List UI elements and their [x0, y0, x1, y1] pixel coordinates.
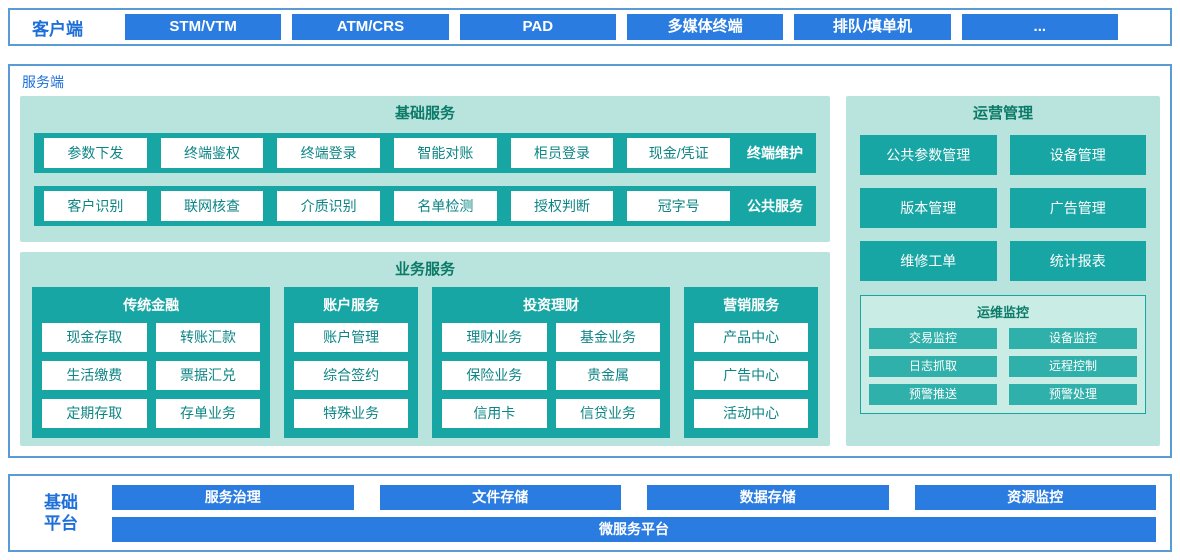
monitoring-title: 运维监控: [976, 305, 1029, 320]
group-traditional-finance: 传统金融 现金存取 转账汇款 生活缴费 票据汇兑 定期存取 存单业务: [32, 287, 271, 438]
client-item-multimedia-terminal: 多媒体终端: [626, 14, 784, 40]
group-title: 投资理财: [523, 297, 580, 313]
basic-item: 柜员登录: [510, 138, 614, 168]
public-services-tag: 公共服务: [747, 198, 804, 214]
group-grid: 账户管理 综合签约 特殊业务: [294, 323, 408, 428]
basic-services-panel: 基础服务 参数下发 终端鉴权 终端登录 智能对账 柜员登录 现金/凭证 终端维护…: [20, 96, 830, 242]
business-groups: 传统金融 现金存取 转账汇款 生活缴费 票据汇兑 定期存取 存单业务: [32, 287, 818, 438]
business-item: 信贷业务: [555, 399, 661, 428]
monitoring-item: 设备监控: [1009, 328, 1137, 349]
operations-item: 版本管理: [860, 188, 997, 228]
business-item: 保险业务: [442, 361, 547, 390]
platform-label: 基础平台: [44, 492, 78, 533]
basic-item: 联网核查: [160, 191, 264, 221]
platform-label-wrap: 基础平台: [10, 476, 112, 550]
client-label: 客户端: [32, 19, 83, 39]
platform-item-service-governance: 服务治理: [112, 485, 354, 510]
group-grid: 理财业务 基金业务 保险业务 贵金属 信用卡 信贷业务: [442, 323, 661, 428]
client-item-pad: PAD: [459, 14, 616, 40]
group-grid: 产品中心 广告中心 活动中心: [694, 323, 808, 428]
terminal-maintenance-row: 参数下发 终端鉴权 终端登录 智能对账 柜员登录 现金/凭证 终端维护: [34, 133, 816, 173]
business-item: 票据汇兑: [155, 361, 261, 390]
basic-item: 现金/凭证: [627, 138, 731, 168]
operations-item: 公共参数管理: [860, 135, 997, 175]
server-section: 服务端 基础服务 参数下发 终端鉴权 终端登录 智能对账 柜员登录 现金/凭证 …: [8, 64, 1172, 458]
business-item: 理财业务: [442, 323, 547, 352]
business-item: 现金存取: [42, 323, 147, 352]
platform-item-file-storage: 文件存储: [379, 485, 621, 510]
business-services-panel: 业务服务 传统金融 现金存取 转账汇款 生活缴费 票据汇兑 定期存取 存单业务: [20, 252, 830, 446]
terminal-maintenance-tag: 终端维护: [747, 145, 804, 161]
platform-body: 服务治理 文件存储 数据存储 资源监控 微服务平台: [112, 476, 1170, 550]
business-item: 综合签约: [294, 361, 408, 390]
business-item: 信用卡: [442, 399, 547, 428]
client-item-more: ...: [961, 14, 1118, 40]
business-item: 广告中心: [694, 361, 808, 390]
basic-item: 名单检测: [394, 191, 497, 221]
operations-item: 统计报表: [1009, 241, 1146, 281]
platform-item-data-storage: 数据存储: [647, 485, 889, 510]
basic-item: 客户识别: [44, 191, 147, 221]
server-label: 服务端: [22, 74, 64, 90]
platform-item-resource-monitoring: 资源监控: [914, 485, 1156, 510]
business-item: 活动中心: [694, 399, 808, 428]
group-grid: 现金存取 转账汇款 生活缴费 票据汇兑 定期存取 存单业务: [42, 323, 261, 428]
business-item: 账户管理: [294, 323, 408, 352]
group-title: 传统金融: [123, 297, 180, 313]
operations-item: 广告管理: [1009, 188, 1146, 228]
public-services-row: 客户识别 联网核查 介质识别 名单检测 授权判断 冠字号 公共服务: [34, 186, 816, 226]
group-account-services: 账户服务 账户管理 综合签约 特殊业务: [284, 287, 418, 438]
microservice-platform-bar: 微服务平台: [112, 517, 1156, 542]
basic-item: 冠字号: [627, 191, 731, 221]
basic-services-title: 基础服务: [394, 105, 455, 122]
operations-item: 设备管理: [1009, 135, 1146, 175]
business-item: 贵金属: [555, 361, 661, 390]
basic-item: 参数下发: [44, 138, 147, 168]
group-title: 账户服务: [323, 297, 380, 313]
basic-item: 终端登录: [277, 138, 381, 168]
business-item: 特殊业务: [294, 399, 408, 428]
operations-panel: 运营管理 公共参数管理 设备管理 版本管理 广告管理 维修工单 统计报表 运维监…: [846, 96, 1160, 446]
server-body: 基础服务 参数下发 终端鉴权 终端登录 智能对账 柜员登录 现金/凭证 终端维护…: [20, 96, 1160, 446]
business-item: 生活缴费: [42, 361, 147, 390]
business-item: 产品中心: [694, 323, 808, 352]
monitoring-item: 远程控制: [1009, 356, 1137, 377]
group-marketing-services: 营销服务 产品中心 广告中心 活动中心: [684, 287, 818, 438]
monitoring-item: 日志抓取: [869, 356, 997, 377]
business-item: 转账汇款: [155, 323, 261, 352]
business-item: 基金业务: [555, 323, 661, 352]
monitoring-grid: 交易监控 设备监控 日志抓取 远程控制 预警推送 预警处理: [869, 328, 1137, 405]
monitoring-item: 交易监控: [869, 328, 997, 349]
server-left-column: 基础服务 参数下发 终端鉴权 终端登录 智能对账 柜员登录 现金/凭证 终端维护…: [20, 96, 830, 446]
monitoring-item: 预警推送: [869, 384, 997, 405]
client-item-stm-vtm: STM/VTM: [125, 14, 282, 40]
client-item-atm-crs: ATM/CRS: [292, 14, 449, 40]
basic-item: 智能对账: [394, 138, 497, 168]
basic-item: 授权判断: [510, 191, 614, 221]
monitoring-panel: 运维监控 交易监控 设备监控 日志抓取 远程控制 预警推送 预警处理: [860, 295, 1146, 414]
monitoring-item: 预警处理: [1009, 384, 1137, 405]
group-title: 营销服务: [723, 297, 780, 313]
basic-item: 终端鉴权: [160, 138, 264, 168]
basic-item: 介质识别: [277, 191, 381, 221]
business-services-title: 业务服务: [394, 261, 455, 278]
platform-section: 基础平台 服务治理 文件存储 数据存储 资源监控 微服务平台: [8, 474, 1172, 552]
client-section: 客户端 STM/VTM ATM/CRS PAD 多媒体终端 排队/填单机 ...: [8, 8, 1172, 46]
operations-title: 运营管理: [972, 105, 1033, 122]
client-items: STM/VTM ATM/CRS PAD 多媒体终端 排队/填单机 ...: [125, 14, 1118, 40]
operations-item: 维修工单: [860, 241, 997, 281]
operations-grid: 公共参数管理 设备管理 版本管理 广告管理 维修工单 统计报表: [860, 135, 1146, 281]
client-item-queue-machine: 排队/填单机: [794, 14, 951, 40]
business-item: 定期存取: [42, 399, 147, 428]
group-investment: 投资理财 理财业务 基金业务 保险业务 贵金属 信用卡 信贷业务: [432, 287, 671, 438]
business-item: 存单业务: [155, 399, 261, 428]
platform-items: 服务治理 文件存储 数据存储 资源监控: [112, 485, 1156, 510]
